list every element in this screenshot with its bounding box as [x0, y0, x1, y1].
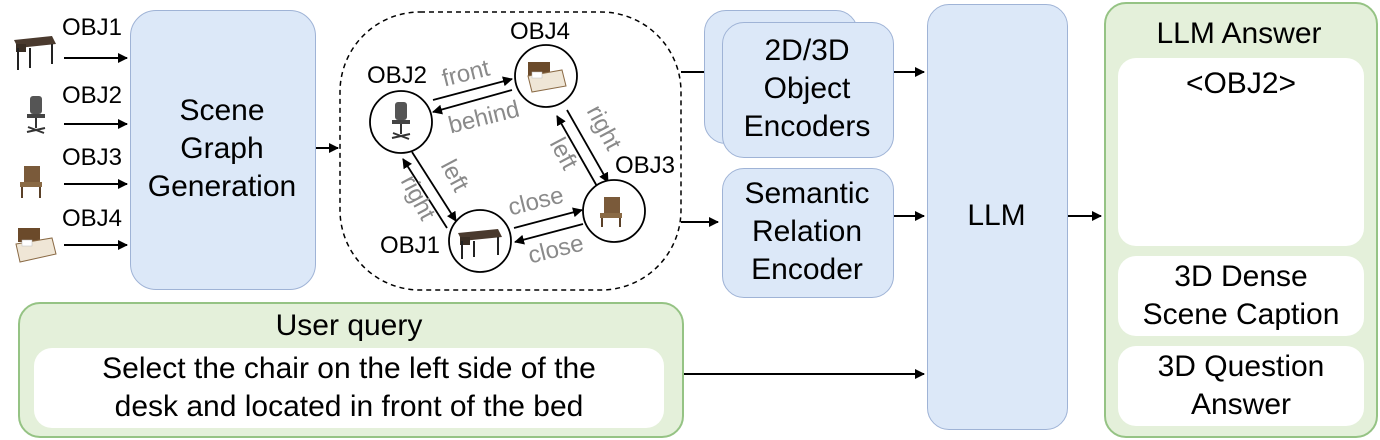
- input-obj3-label: OBJ3: [62, 144, 123, 171]
- input-obj1-label: OBJ1: [62, 14, 123, 41]
- answer-caption-card: [1118, 256, 1364, 336]
- scene-graph-generation-label: Scene Graph Generation: [147, 94, 297, 203]
- object-encoder-label: 2D/3D Object Encoders: [743, 34, 871, 143]
- input-obj2-label: OBJ2: [62, 82, 123, 109]
- bed-icon: [15, 228, 57, 263]
- semantic-encoder-box: [722, 168, 894, 298]
- node-obj3-label: OBJ3: [615, 152, 676, 179]
- answer-qa-label: 3D Question Answer: [1157, 350, 1325, 421]
- input-obj4-label: OBJ4: [62, 205, 123, 232]
- desk-icon: [458, 229, 502, 259]
- answer-qa-card: [1118, 346, 1364, 426]
- bed-icon: [527, 62, 567, 93]
- node-obj1-circle: [448, 209, 512, 273]
- chair-icon: [391, 102, 411, 140]
- scene-graph-generation-box: [130, 10, 316, 290]
- answer-object-card: [1118, 58, 1364, 246]
- llm-label: LLM: [967, 199, 1026, 232]
- object-encoder-box: [722, 22, 894, 158]
- user-query-title: User query: [275, 309, 423, 342]
- user-query-text: Select the chair on the left side of the…: [102, 352, 596, 423]
- chair-icon: [20, 166, 42, 198]
- node-obj2-label: OBJ2: [367, 62, 428, 89]
- answer-caption-label: 3D Dense Scene Caption: [1142, 260, 1340, 331]
- node-obj4-label: OBJ4: [510, 18, 571, 45]
- node-obj1-label: OBJ1: [380, 232, 441, 259]
- chair-icon: [26, 96, 46, 134]
- scene-graph-container: [339, 11, 682, 291]
- answer-selected-object: <OBJ2>: [1185, 67, 1297, 100]
- llm-answer-title: LLM Answer: [1156, 17, 1322, 50]
- llm-box: [927, 4, 1068, 430]
- semantic-encoder-label: Semantic Relation Encoder: [744, 177, 870, 286]
- desk-icon: [14, 36, 56, 70]
- user-query-text-card: [34, 348, 664, 428]
- chair-icon: [600, 197, 622, 227]
